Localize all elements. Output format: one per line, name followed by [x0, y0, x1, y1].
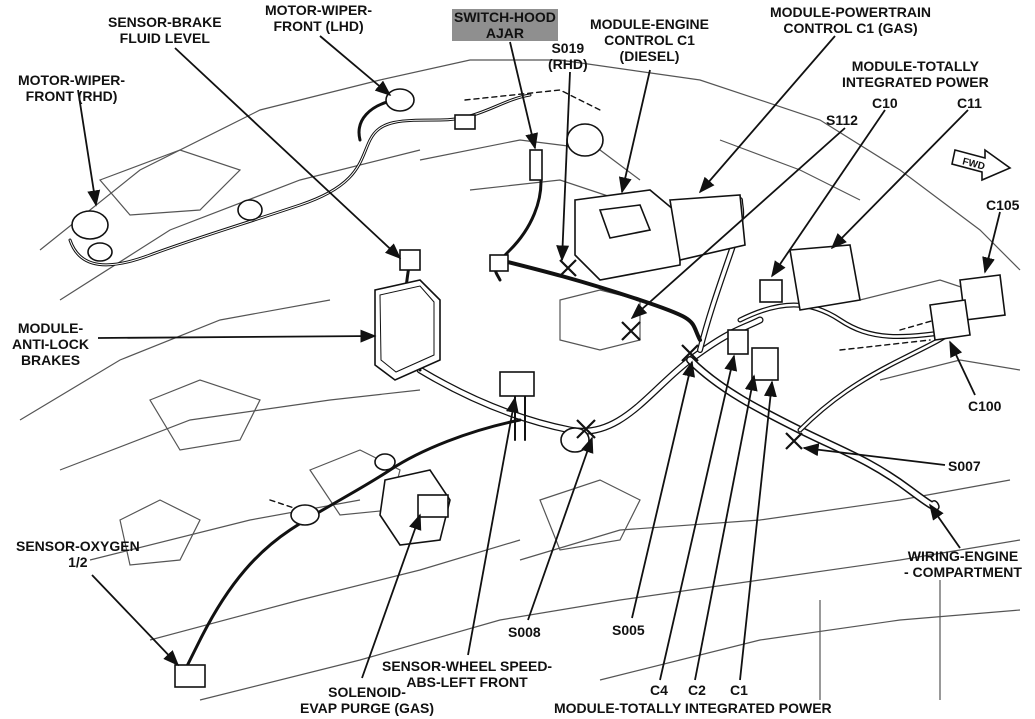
splice-marks	[559, 259, 803, 450]
label-solenoid-evap-purge: SOLENOID- EVAP PURGE (GAS)	[300, 684, 435, 716]
label-module-engine-control-diesel: MODULE-ENGINE CONTROL C1 (DIESEL)	[590, 16, 709, 64]
label-motor-wiper-front-rhd: MOTOR-WIPER- FRONT (RHD)	[18, 72, 126, 104]
leader-lines	[77, 35, 1001, 681]
label-sensor-wheel-speed: SENSOR-WHEEL SPEED- ABS-LEFT FRONT	[382, 658, 553, 690]
label-sensor-brake-fluid-level: SENSOR-BRAKE FLUID LEVEL	[108, 14, 222, 46]
label-c1: C1	[730, 682, 748, 698]
label-c105: C105	[986, 197, 1020, 213]
label-s112: S112	[826, 112, 858, 128]
label-s008: S008	[508, 624, 541, 640]
label-module-tipm-bottom: MODULE-TOTALLY INTEGRATED POWER	[554, 700, 832, 716]
label-c100: C100	[968, 398, 1002, 414]
label-module-powertrain-control-gas: MODULE-POWERTRAIN CONTROL C1 (GAS)	[770, 4, 931, 36]
label-s019-rhd: S019 (RHD)	[548, 40, 588, 72]
fwd-arrow	[951, 148, 1012, 182]
label-motor-wiper-front-lhd: MOTOR-WIPER- FRONT (LHD)	[265, 2, 373, 34]
components	[71, 88, 1006, 688]
label-s007: S007	[948, 458, 981, 474]
label-sensor-oxygen: SENSOR-OXYGEN 1/2	[16, 538, 140, 570]
label-switch-hood-ajar: SWITCH-HOOD AJAR	[452, 9, 558, 41]
label-module-anti-lock-brakes: MODULE- ANTI-LOCK BRAKES	[12, 320, 89, 368]
label-c4: C4	[650, 682, 668, 698]
label-c11: C11	[957, 95, 982, 111]
label-module-tipm-top: MODULE-TOTALLY INTEGRATED POWER	[842, 58, 989, 90]
label-c2: C2	[688, 682, 706, 698]
label-wiring-engine-compartment: WIRING-ENGINE - COMPARTMENT	[904, 548, 1022, 580]
label-c10: C10	[872, 95, 898, 111]
label-s005: S005	[612, 622, 645, 638]
